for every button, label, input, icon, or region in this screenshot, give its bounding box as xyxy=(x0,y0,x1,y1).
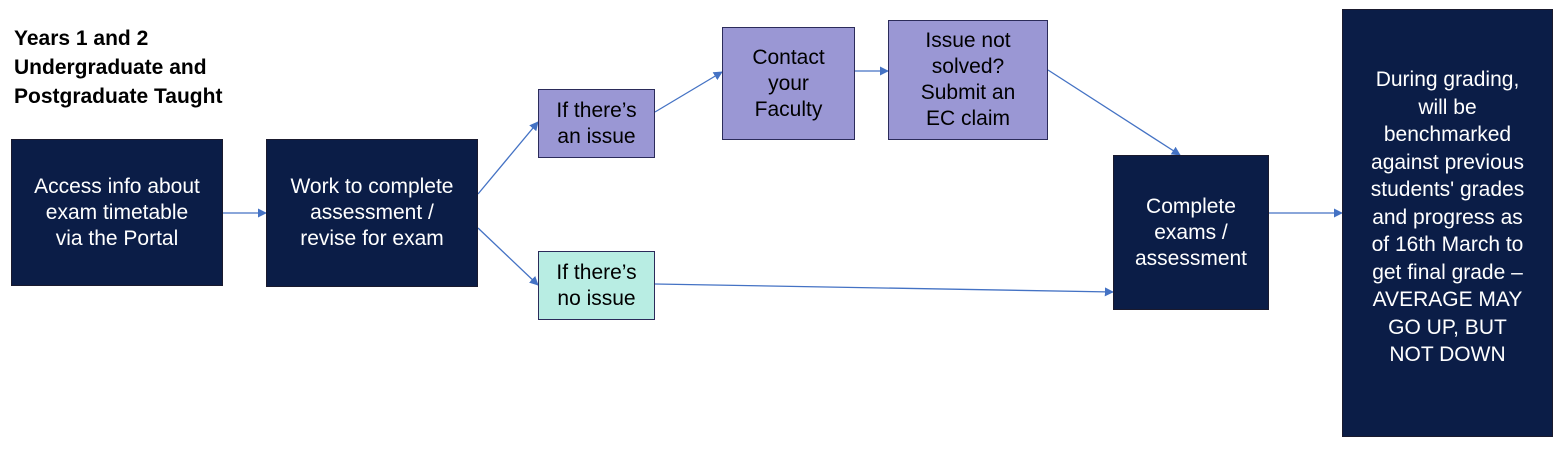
arrow-no-issue-to-complete xyxy=(654,283,1114,297)
diagram-title: Years 1 and 2 Undergraduate and Postgrad… xyxy=(14,27,223,108)
grading-text: During grading, will be benchmarked agai… xyxy=(1370,68,1525,366)
arrow-issue-to-contact xyxy=(654,71,723,113)
issue-box: If there’s an issue xyxy=(538,89,655,158)
complete-exams-box: Complete exams / assessment xyxy=(1113,155,1269,310)
work-box: Work to complete assessment / revise for… xyxy=(266,139,478,287)
contact-faculty-box: Contact your Faculty xyxy=(722,27,855,140)
access-info-box: Access info about exam timetable via the… xyxy=(11,139,223,286)
arrow-work-to-issue xyxy=(477,121,539,195)
arrow-work-to-no-issue xyxy=(477,227,539,286)
issue-text: If there’s an issue xyxy=(556,98,637,148)
ec-claim-box: Issue not solved? Submit an EC claim xyxy=(888,20,1048,140)
no-issue-text: If there’s no issue xyxy=(556,260,637,310)
contact-faculty-text: Contact your Faculty xyxy=(752,45,825,121)
ec-claim-text: Issue not solved? Submit an EC claim xyxy=(920,29,1016,130)
arrow-ec-to-complete xyxy=(1047,69,1181,156)
complete-exams-text: Complete exams / assessment xyxy=(1134,194,1248,270)
grading-box: During grading, will be benchmarked agai… xyxy=(1342,9,1553,437)
work-text: Work to complete assessment / revise for… xyxy=(290,175,454,250)
access-info-text: Access info about exam timetable via the… xyxy=(34,174,200,250)
no-issue-box: If there’s no issue xyxy=(538,251,655,320)
